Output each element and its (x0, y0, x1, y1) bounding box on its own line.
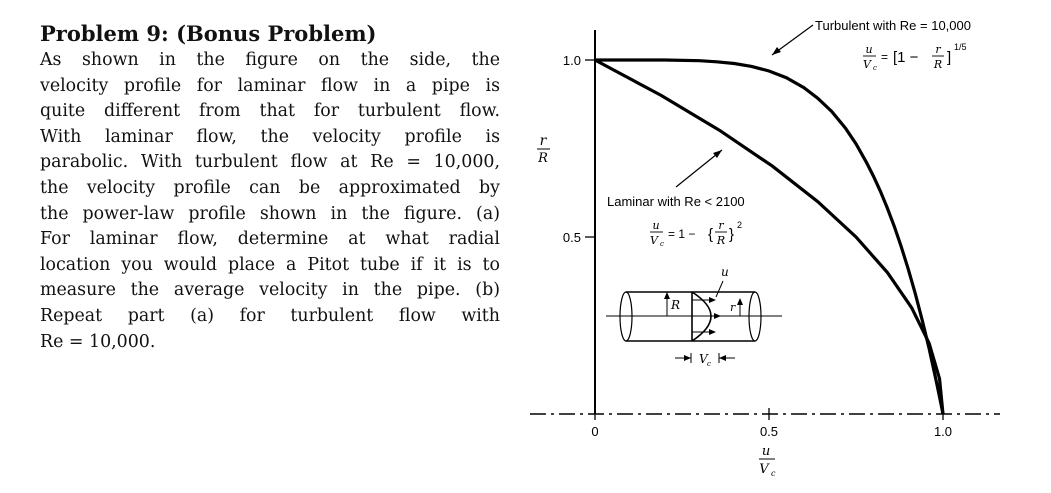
y-tick-label: 1.0 (563, 53, 581, 68)
velocity-arrowhead (709, 297, 716, 303)
pipe-inset-diagram: R r u V c (606, 265, 782, 368)
text-line: quite different from that for turbulent … (40, 101, 500, 122)
formula-equals: = (881, 50, 888, 64)
x-label-numerator: u (762, 444, 770, 459)
y-label-denominator: R (537, 151, 548, 166)
formula-subscript: c (660, 240, 664, 248)
formula-close-bracket: ] (947, 49, 951, 66)
laminar-leader-arrowhead (713, 150, 722, 158)
formula-R: R (933, 58, 942, 71)
text-line: Repeat part (a) for turbulent flow with (40, 305, 500, 326)
formula-numerator: u (865, 43, 872, 56)
vc-arrowhead-left (684, 355, 691, 361)
text-line: With laminar flow, the velocity profile … (40, 126, 500, 147)
vc-arrowhead-right (719, 355, 726, 361)
formula-denominator: V (863, 58, 872, 71)
formula-rhs: = 1 − (668, 227, 695, 241)
formula-open-brace: { (708, 226, 713, 243)
text-line: Re = 10,000. (40, 331, 156, 352)
text-line: measure the average velocity in the pipe… (40, 280, 500, 301)
velocity-arrowhead (714, 313, 721, 319)
vc-label: V (699, 352, 709, 366)
formula-numerator: u (652, 219, 659, 232)
turbulent-formula: u V c = [1 − r R ] 1/5 (863, 42, 967, 72)
text-line: parabolic. With turbulent flow at Re = 1… (40, 152, 500, 173)
radius-label: R (670, 298, 680, 312)
laminar-leader-line (675, 149, 723, 188)
x-label-denominator: V (759, 462, 770, 477)
formula-exponent: 2 (737, 220, 742, 230)
formula-exponent: 1/5 (954, 42, 967, 52)
vc-subscript: c (707, 360, 711, 368)
turbulent-profile-curve (595, 58, 945, 415)
formula-close-brace: } (729, 226, 734, 243)
laminar-label: Laminar with Re < 2100 (607, 194, 745, 209)
laminar-profile-curve (594, 58, 945, 415)
problem-text: Problem 9: (Bonus Problem) As shown in t… (40, 22, 500, 355)
u-label: u (721, 265, 729, 279)
x-tick-label: 0 (591, 424, 598, 439)
velocity-arrowhead (709, 329, 716, 335)
text-line: location you would place a Pitot tube if… (40, 254, 500, 275)
formula-r: r (935, 43, 941, 56)
x-tick-label: 1.0 (934, 424, 952, 439)
text-line: the velocity profile can be approximated… (40, 177, 500, 198)
problem-title: Problem 9: (Bonus Problem) (40, 21, 377, 46)
x-label-subscript: c (771, 469, 776, 478)
x-tick-label: 0.5 (760, 424, 778, 439)
formula-r: r (718, 219, 724, 232)
text-line: the power-law profile shown in the figur… (40, 203, 500, 224)
u-leader-line (715, 280, 724, 298)
laminar-formula: u V c = 1 − { r R } 2 (650, 219, 742, 248)
turbulent-label: Turbulent with Re = 10,000 (815, 18, 971, 33)
r-label: r (730, 301, 736, 314)
formula-denominator: V (650, 234, 659, 247)
text-line: For laminar flow, determine at what radi… (40, 229, 500, 250)
text-line: As shown in the figure on the side, the (40, 50, 500, 70)
y-ticks: 0.5 1.0 (563, 53, 595, 245)
radius-arrowhead (664, 292, 670, 299)
formula-open-bracket: [1 − (893, 49, 919, 66)
formula-R: R (716, 234, 725, 247)
formula-subscript: c (873, 64, 877, 72)
turbulent-leader-arrowhead (772, 47, 781, 55)
text-line: velocity profile for laminar flow in a p… (40, 75, 500, 96)
y-tick-label: 0.5 (563, 230, 581, 245)
x-ticks: 0 0.5 1.0 (591, 408, 952, 439)
r-arrowhead (737, 298, 743, 305)
y-label-numerator: r (540, 133, 548, 149)
